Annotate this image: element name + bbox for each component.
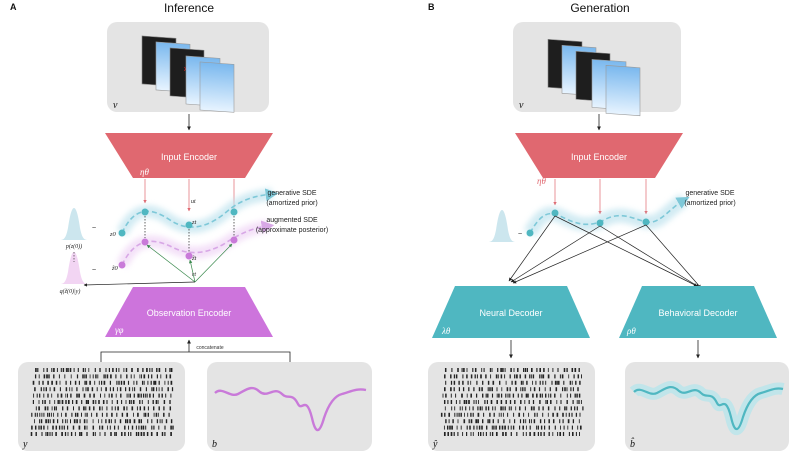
input-encoder-symbol-b: ηθ xyxy=(537,176,546,186)
neural-decoder-block: Neural Decoder λθ xyxy=(432,286,590,338)
latent-to-decoder-arrows xyxy=(508,215,702,289)
behavior-trace-icon xyxy=(633,385,784,431)
tilde-posterior-a: ~ xyxy=(92,267,96,274)
spike-raster-icon xyxy=(440,368,584,436)
neural-raster-box-a: y xyxy=(18,362,185,451)
augmented-sde-line2: (approximate posterior) xyxy=(256,227,328,234)
rt-label: rt xyxy=(192,272,196,278)
gaussian-icon xyxy=(488,210,516,242)
behavior-symbol-b: b̂ xyxy=(630,437,635,450)
neural-decoder-symbol: λθ xyxy=(441,326,451,336)
spike-raster-icon xyxy=(30,368,174,436)
neural-symbol-a: y xyxy=(22,439,28,450)
video-symbol-b: v xyxy=(519,100,524,111)
encoder-to-prior-arrows-b xyxy=(553,179,648,215)
panel-letter-a: A xyxy=(10,2,17,12)
video-frames-icon: × xyxy=(547,38,641,117)
tilde-prior-b: ~ xyxy=(518,231,522,238)
behavioral-decoder-symbol: ρθ xyxy=(626,326,636,336)
behavioral-decoder-label: Behavioral Decoder xyxy=(658,308,737,318)
generative-sde-line1-a: generative SDE xyxy=(267,190,316,197)
generative-sde-trace-b xyxy=(523,193,690,237)
kl-double-arrows-a xyxy=(144,216,235,252)
video-symbol-a: v xyxy=(113,100,118,111)
generative-sde-line2-b: (amortized prior) xyxy=(684,200,735,207)
behavior-box-a: b xyxy=(207,362,372,451)
video-frames-icon: × xyxy=(141,35,235,113)
video-input-box-b: × v xyxy=(513,22,681,117)
input-encoder-symbol-a: ηθ xyxy=(140,167,149,177)
u-t-label: ut xyxy=(191,199,196,205)
generative-sde-line2-a: (amortized prior) xyxy=(266,200,317,207)
tilde-prior-a: ~ xyxy=(92,225,96,232)
panel-title-generation: Generation xyxy=(570,1,629,15)
panel-title-inference: Inference xyxy=(164,1,214,15)
input-encoder-label-a: Input Encoder xyxy=(161,152,217,162)
observation-encoder-symbol: γφ xyxy=(115,325,124,335)
input-encoder-label-b: Input Encoder xyxy=(571,152,627,162)
panel-letter-b: B xyxy=(428,2,435,12)
observation-encoder-block: Observation Encoder γφ xyxy=(105,287,273,337)
posterior-distribution-label: q(z̃(0)|y) xyxy=(60,288,81,295)
z0-tilde-label: z̃0 xyxy=(111,265,119,272)
zt-label: zt xyxy=(191,219,197,226)
neural-symbol-b: ŷ xyxy=(432,439,438,450)
latent-nodes-a xyxy=(118,208,238,269)
z0-label: z0 xyxy=(109,231,117,238)
input-encoder-block-a: Input Encoder ηθ xyxy=(105,133,273,178)
gaussian-icon xyxy=(60,208,88,284)
concatenate-connector xyxy=(100,339,291,362)
observation-encoder-label: Observation Encoder xyxy=(147,308,232,318)
obs-encoder-to-posterior-arrows-a xyxy=(83,243,233,287)
input-encoder-block-b: Input Encoder ηθ xyxy=(515,133,683,186)
zt-tilde-label: z̃t xyxy=(191,255,197,262)
neural-decoder-label: Neural Decoder xyxy=(479,308,542,318)
behavioral-decoder-block: Behavioral Decoder ρθ xyxy=(619,286,777,338)
behavior-box-b: b̂ xyxy=(625,362,789,451)
prior-distribution-label: p(z(0)) xyxy=(65,243,82,250)
concatenate-label: concatenate xyxy=(196,345,223,351)
latent-nodes-b xyxy=(526,209,650,237)
video-input-box-a: × v xyxy=(107,22,269,113)
behavior-trace-icon xyxy=(214,386,367,432)
behavior-symbol-a: b xyxy=(212,439,217,450)
generative-sde-line1-b: generative SDE xyxy=(685,190,734,197)
neural-raster-box-b: ŷ xyxy=(428,362,595,451)
augmented-sde-line1: augmented SDE xyxy=(266,217,318,224)
